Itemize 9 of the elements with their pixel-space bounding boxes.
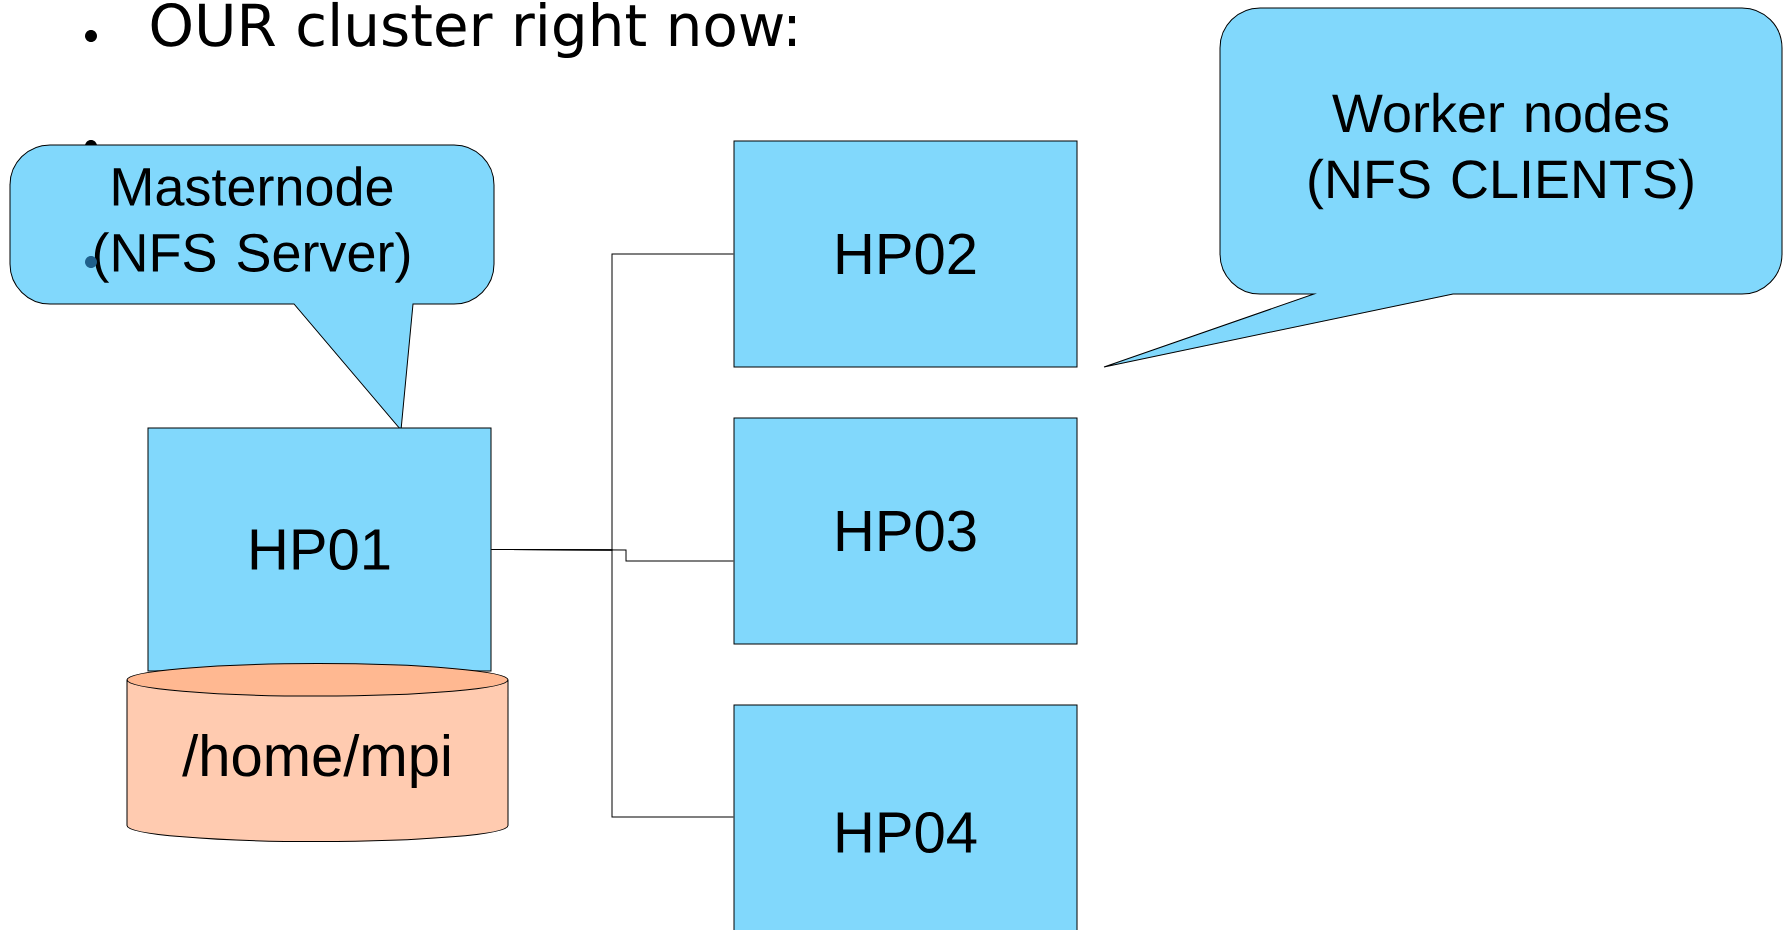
server-box: HP02	[733, 140, 1078, 368]
title: OUR cluster right now:	[151, 1, 795, 59]
storage-cylinder: /home/mpi	[126, 663, 509, 843]
server-box: HP04	[733, 704, 1078, 930]
connector-line	[491, 549, 734, 818]
speech-bubble: Worker nodes (NFS CLIENTS)	[1103, 7, 1783, 368]
speech-bubble: Masternode (NFS Server)	[9, 144, 495, 431]
server-box: HP03	[733, 417, 1078, 645]
server-box: HP01	[147, 427, 492, 672]
